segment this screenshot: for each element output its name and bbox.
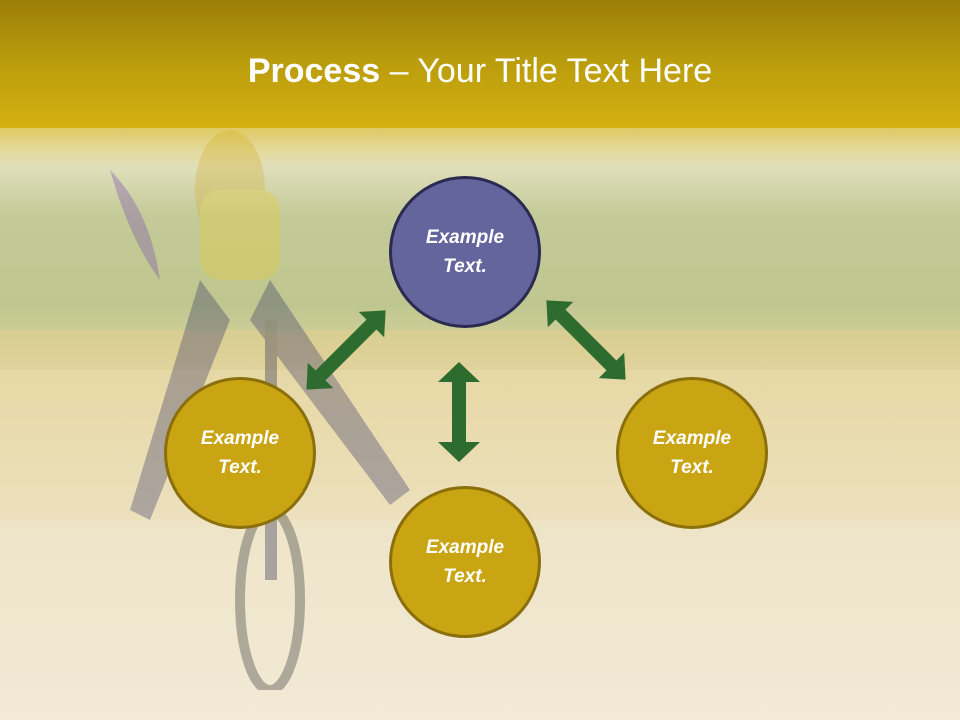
node-label-line2: Text.: [443, 566, 487, 587]
node-label-line1: Example: [652, 428, 732, 449]
title-rest: – Your Title Text Here: [380, 52, 713, 90]
node-label-line2: Text.: [218, 457, 262, 478]
process-node-left[interactable]: Example Text.: [164, 377, 316, 529]
title-bar-fade: [0, 128, 960, 168]
process-node-right[interactable]: Example Text.: [616, 377, 768, 529]
title-bar: [0, 0, 960, 128]
node-label-line2: Text.: [443, 256, 487, 277]
node-label-line2: Text.: [670, 457, 714, 478]
title-bold: Process: [247, 52, 381, 90]
slide-title[interactable]: Process – Your Title Text Here: [0, 52, 960, 91]
process-node-bottom[interactable]: Example Text.: [389, 486, 541, 638]
process-node-top[interactable]: Example Text.: [389, 176, 541, 328]
node-label-line1: Example: [200, 428, 280, 449]
node-label-line1: Example: [425, 537, 505, 558]
node-label-line1: Example: [425, 227, 505, 248]
